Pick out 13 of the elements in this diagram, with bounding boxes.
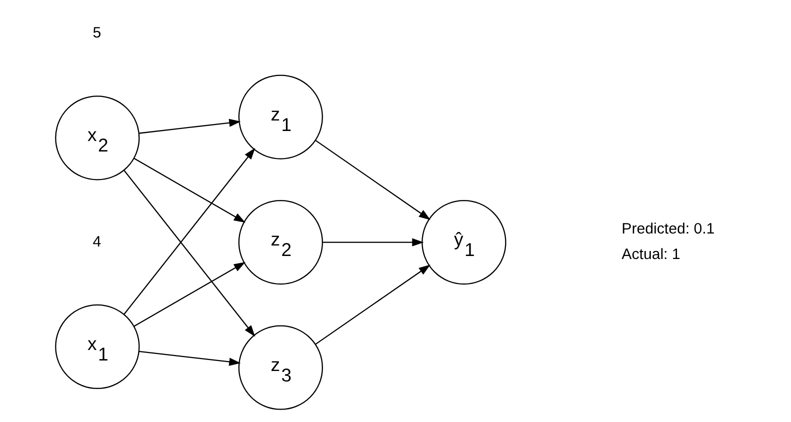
arrow <box>134 262 246 327</box>
arrow <box>322 238 424 246</box>
arrow <box>315 140 430 220</box>
node-label: Actual: 1 <box>622 246 680 264</box>
node-label: Predicted: 0.1 <box>622 220 715 238</box>
node-label: 5 <box>92 24 102 42</box>
arrow <box>134 158 246 223</box>
arrow <box>139 118 241 134</box>
arrow <box>124 148 256 315</box>
arrow <box>139 350 241 366</box>
node-label: 4 <box>92 233 102 250</box>
arrow <box>124 170 256 337</box>
arrow <box>315 264 430 345</box>
